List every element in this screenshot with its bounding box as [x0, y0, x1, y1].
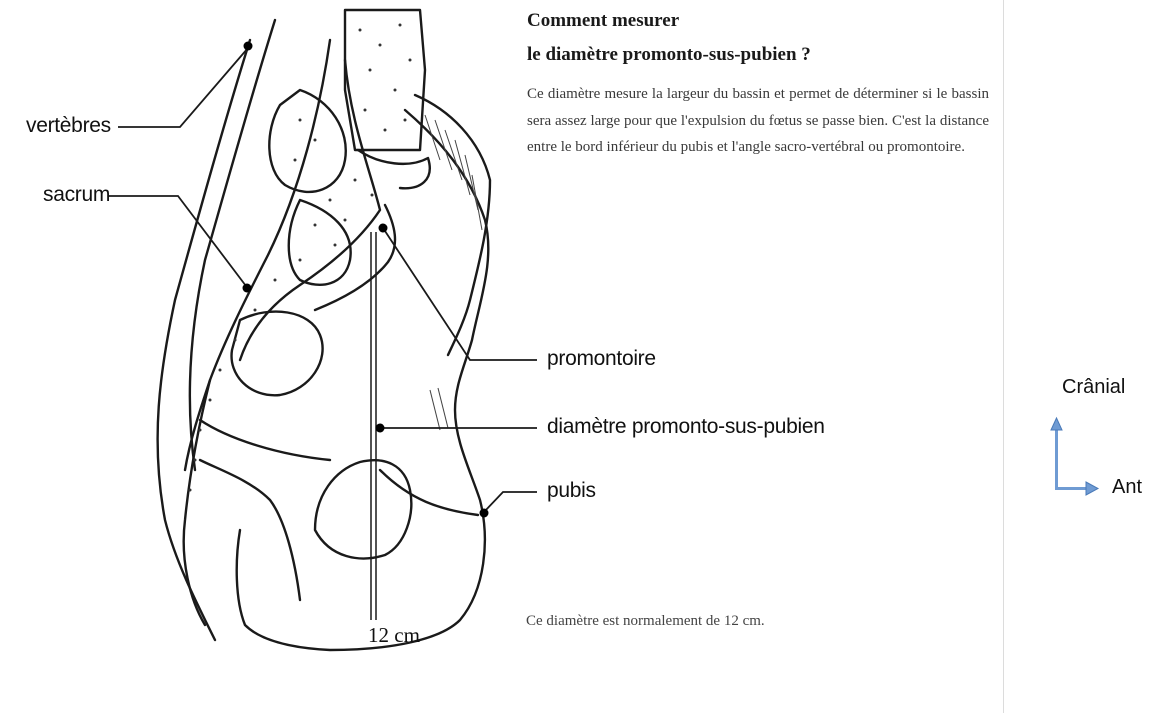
label-promontoire: promontoire	[547, 347, 656, 371]
pelvic-inner-line	[200, 420, 330, 460]
front-contour	[237, 110, 489, 650]
diameter-line	[371, 232, 376, 620]
title-line-1: Comment mesurer	[527, 10, 679, 32]
pubic-arch	[380, 470, 478, 515]
marker-vertebres	[244, 42, 253, 51]
measure-label: 12 cm	[368, 623, 420, 648]
label-sacrum: sacrum	[43, 183, 110, 207]
anterior-label: Ant	[1112, 476, 1142, 499]
coccyx	[184, 380, 210, 625]
pelvic-lower-line	[200, 460, 300, 600]
marker-diametre	[376, 424, 385, 433]
leader-sacrum	[108, 196, 246, 286]
cranial-arrow-head	[1051, 418, 1062, 430]
label-pubis: pubis	[547, 479, 596, 503]
promontory-curve	[315, 205, 395, 310]
pubic-ring	[315, 460, 411, 558]
normal-value-note: Ce diamètre est normalement de 12 cm.	[526, 613, 765, 630]
anterior-arrow-shaft	[1055, 487, 1087, 490]
label-vertebres: vertèbres	[26, 114, 111, 138]
cranial-arrow-shaft	[1055, 428, 1058, 490]
iliac-wing	[415, 95, 490, 355]
vertebral-body-mid	[269, 90, 345, 192]
leader-pubis	[484, 492, 537, 512]
marker-sacrum	[243, 284, 252, 293]
label-diametre: diamètre promonto-sus-pubien	[547, 415, 825, 439]
title-line-2: le diamètre promonto-sus-pubien ?	[527, 44, 811, 66]
sacrum-inner	[240, 60, 380, 360]
page-divider	[1003, 0, 1004, 713]
bone-texture	[189, 24, 412, 492]
femoral-head	[232, 312, 323, 396]
leader-promontoire	[383, 228, 537, 360]
anterior-arrow-head	[1086, 482, 1098, 495]
marker-promontoire	[379, 224, 388, 233]
cranial-label: Crânial	[1062, 376, 1125, 399]
marker-pubis	[480, 509, 489, 518]
description-paragraph: Ce diamètre mesure la largeur du bassin …	[527, 81, 989, 161]
orientation-arrows	[1051, 418, 1098, 495]
